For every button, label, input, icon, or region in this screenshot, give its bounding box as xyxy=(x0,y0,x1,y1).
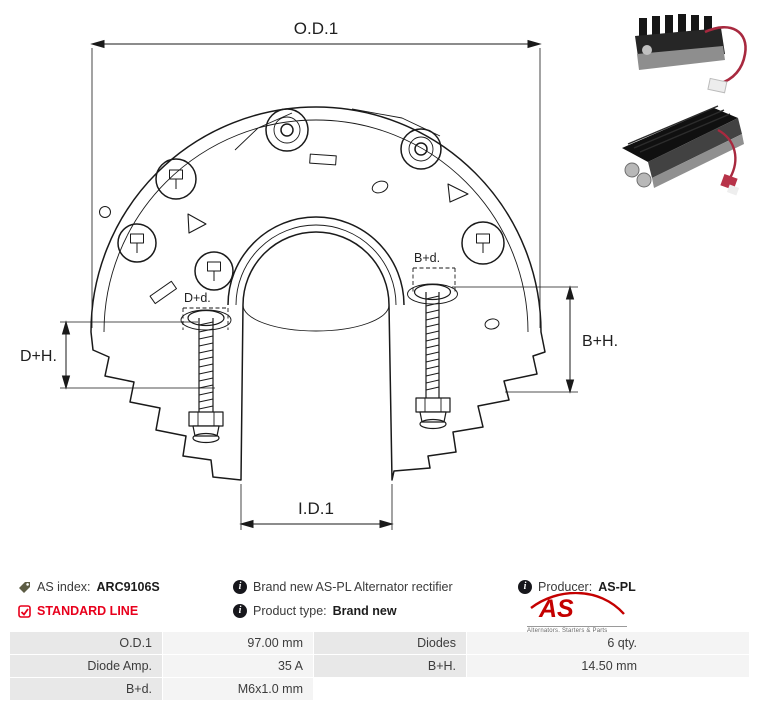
dimension-dd: D+d. xyxy=(182,291,229,330)
spec-label: Diodes xyxy=(314,632,466,654)
spec-label: B+d. xyxy=(10,678,162,700)
dimension-bd: B+d. xyxy=(412,251,456,292)
product-type-value: Brand new xyxy=(332,604,397,618)
producer-value: AS-PL xyxy=(598,580,636,594)
right-stud-nut xyxy=(415,397,451,413)
spec-label: O.D.1 xyxy=(10,632,162,654)
left-stud-nut xyxy=(188,411,224,427)
arrow-mark-left xyxy=(187,213,207,234)
spec-value: 35 A xyxy=(163,655,313,677)
bh-label: B+H. xyxy=(582,333,618,350)
aspl-logo: AS Alternators, Starters & Parts xyxy=(527,591,627,634)
product-description: i Brand new AS-PL Alternator rectifier xyxy=(233,579,453,595)
dh-label: D+H. xyxy=(20,348,57,365)
aspl-logo-mark: AS xyxy=(530,591,625,623)
check-icon xyxy=(18,604,31,618)
collar-outer xyxy=(227,216,405,306)
table-row: O.D.1 97.00 mm Diodes 6 qty. xyxy=(10,632,749,654)
arrow-mark-right xyxy=(447,183,469,203)
as-index-value: ARC9106S xyxy=(96,580,160,594)
standard-line: STANDARD LINE xyxy=(18,603,138,619)
aspl-logo-subtext: Alternators, Starters & Parts xyxy=(527,626,627,634)
as-index-label: AS index: xyxy=(37,580,91,594)
diode-1 xyxy=(155,158,197,200)
diode-3 xyxy=(194,251,234,291)
id1-label: I.D.1 xyxy=(298,499,334,518)
hole-3 xyxy=(484,318,500,330)
spec-label: B+H. xyxy=(314,655,466,677)
product-photo-top xyxy=(635,14,747,94)
slot-1 xyxy=(149,280,178,305)
post-right xyxy=(400,128,442,170)
spec-value: 97.00 mm xyxy=(163,632,313,654)
right-stud-threads xyxy=(425,295,440,391)
description-text: Brand new AS-PL Alternator rectifier xyxy=(253,580,453,594)
right-stud xyxy=(407,283,458,430)
standard-line-label: STANDARD LINE xyxy=(37,604,139,618)
info-icon: i xyxy=(518,580,532,594)
dd-label: D+d. xyxy=(184,291,211,305)
producer-label: Producer: xyxy=(538,580,593,594)
dimension-dh: D+H. xyxy=(20,320,215,390)
body-outline xyxy=(90,106,546,481)
producer: i Producer: AS-PL xyxy=(518,579,636,595)
inner-rim xyxy=(103,119,529,333)
product-type-label: Product type: xyxy=(253,604,327,618)
product-type: i Product type: Brand new xyxy=(233,603,397,619)
spec-label xyxy=(314,678,466,700)
product-photo-bottom xyxy=(622,105,744,196)
spec-table: O.D.1 97.00 mm Diodes 6 qty. Diode Amp. … xyxy=(10,632,749,701)
spec-value: M6x1.0 mm xyxy=(163,678,313,700)
tag-icon xyxy=(19,581,30,593)
left-stud xyxy=(180,309,232,444)
collar-inner xyxy=(235,224,397,306)
hole-1 xyxy=(99,206,111,218)
dimension-bh: B+H. xyxy=(452,285,618,394)
rectifier-body xyxy=(90,106,546,481)
aspl-logo-text: AS xyxy=(538,595,574,620)
slot-2 xyxy=(309,153,337,166)
left-stud-threads xyxy=(198,321,214,410)
od1-label: O.D.1 xyxy=(294,19,338,38)
dimension-id1: I.D.1 xyxy=(239,484,394,530)
as-index: AS index: ARC9106S xyxy=(18,579,160,595)
post-left xyxy=(265,108,309,152)
dimension-od1: O.D.1 xyxy=(90,19,542,328)
table-row: Diode Amp. 35 A B+H. 14.50 mm xyxy=(10,655,749,677)
bd-label: B+d. xyxy=(414,251,440,265)
spec-label: Diode Amp. xyxy=(10,655,162,677)
info-icon: i xyxy=(233,580,247,594)
collar-lip xyxy=(242,304,390,332)
table-row: B+d. M6x1.0 mm xyxy=(10,678,749,700)
diode-4 xyxy=(461,221,505,265)
hole-2 xyxy=(371,180,389,194)
technical-drawing: O.D.1 I.D.1 D+H. B+H. B+d. D+d. xyxy=(20,14,747,530)
info-icon: i xyxy=(233,604,247,618)
spec-value: 6 qty. xyxy=(467,632,749,654)
diode-2 xyxy=(117,223,157,263)
spec-value: 14.50 mm xyxy=(467,655,749,677)
spec-value xyxy=(467,678,749,700)
